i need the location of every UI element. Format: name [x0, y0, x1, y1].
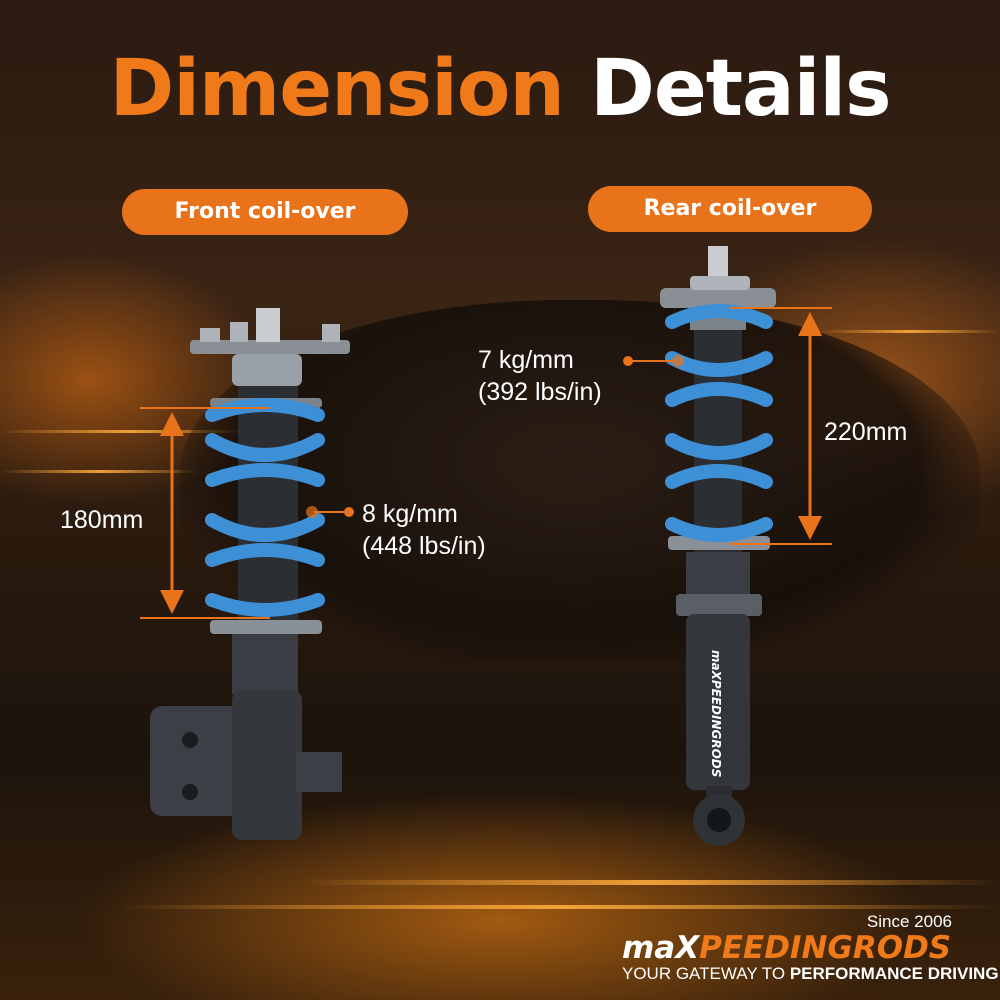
title-part-white: Details	[590, 44, 891, 134]
front-rate-pointer	[306, 506, 354, 518]
rear-coilover-label: Rear coil-over	[588, 186, 872, 232]
light-streak	[0, 470, 200, 473]
light-streak	[300, 880, 1000, 885]
brand-logo: maXPEEDINGRODS	[622, 930, 951, 966]
rear-spring-rate-imperial: (392 lbs/in)	[478, 378, 602, 406]
rear-coilover: maXPEEDINGRODS	[660, 246, 776, 846]
rear-height-arrow	[730, 307, 832, 545]
rear-rate-pointer	[623, 355, 684, 367]
light-streak	[120, 905, 1000, 909]
brand-part-orange: PEEDINGRODS	[699, 930, 952, 966]
front-height-arrow	[140, 407, 270, 619]
front-coilover	[150, 308, 350, 840]
light-streak	[0, 430, 260, 433]
tagline-part1: YOUR GATEWAY TO	[622, 964, 790, 983]
rear-height-label: 220mm	[824, 418, 908, 446]
tagline-part2: PERFORMANCE DRIVING	[789, 964, 999, 983]
front-spring-rate-imperial: (448 lbs/in)	[362, 532, 486, 560]
title-part-orange: Dimension	[109, 44, 564, 134]
rear-spring-rate: 7 kg/mm	[478, 346, 574, 374]
front-spring-rate: 8 kg/mm	[362, 500, 458, 528]
front-coilover-label: Front coil-over	[122, 189, 408, 235]
strut-brand-print: maXPEEDINGRODS	[709, 650, 723, 777]
page-title: Dimension Details	[0, 44, 1000, 134]
light-streak	[820, 330, 1000, 333]
front-height-label: 180mm	[60, 506, 144, 534]
brand-tagline: YOUR GATEWAY TO PERFORMANCE DRIVING	[622, 964, 999, 984]
brand-part-white: maX	[622, 930, 700, 966]
since-label: Since 2006	[866, 912, 952, 931]
